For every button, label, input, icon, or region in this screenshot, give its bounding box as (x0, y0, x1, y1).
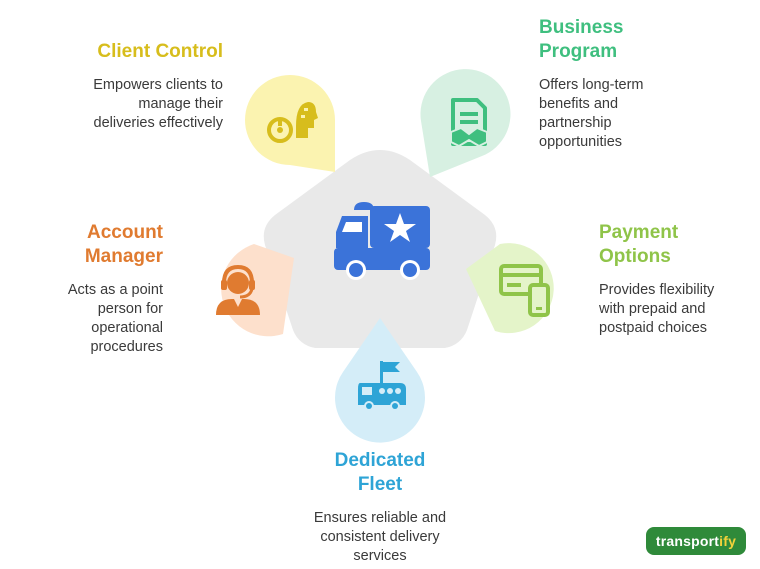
support-agent-icon (216, 264, 260, 315)
logo-text-accent: ify (719, 533, 737, 549)
client-control-title: Client Control (97, 41, 223, 62)
logo-text-main: transport (655, 533, 720, 549)
business-program-title: Business Program (539, 17, 624, 62)
steering-wheel-head-icon (267, 102, 318, 143)
dedicated-fleet-title: Dedicated Fleet (334, 450, 426, 495)
delivery-truck-star-icon (334, 202, 430, 280)
document-handshake-icon (450, 98, 488, 148)
client-control-label: Client Control Empowers clients to manag… (0, 40, 223, 133)
business-program-desc: Offers long-term benefits and partnershi… (539, 77, 644, 150)
client-control-desc: Empowers clients to manage their deliver… (93, 77, 223, 131)
payment-options-desc: Provides flexibility with prepaid and po… (599, 282, 715, 336)
payment-options-title: Payment Options (599, 222, 679, 267)
dedicated-fleet-desc: Ensures reliable and consistent delivery… (313, 510, 447, 564)
dedicated-fleet-label: Dedicated Fleet Ensures reliable and con… (265, 449, 495, 566)
payment-options-label: Payment Options Provides flexibility wit… (599, 221, 759, 338)
account-manager-label: Account Manager Acts as a point person f… (0, 221, 163, 357)
account-manager-title: Account Manager (84, 222, 163, 267)
account-manager-desc: Acts as a point person for operational p… (67, 282, 163, 355)
business-program-label: Business Program Offers long-term benefi… (539, 16, 739, 152)
card-phone-icon (499, 264, 550, 317)
fleet-van-flag-icon (358, 361, 406, 411)
